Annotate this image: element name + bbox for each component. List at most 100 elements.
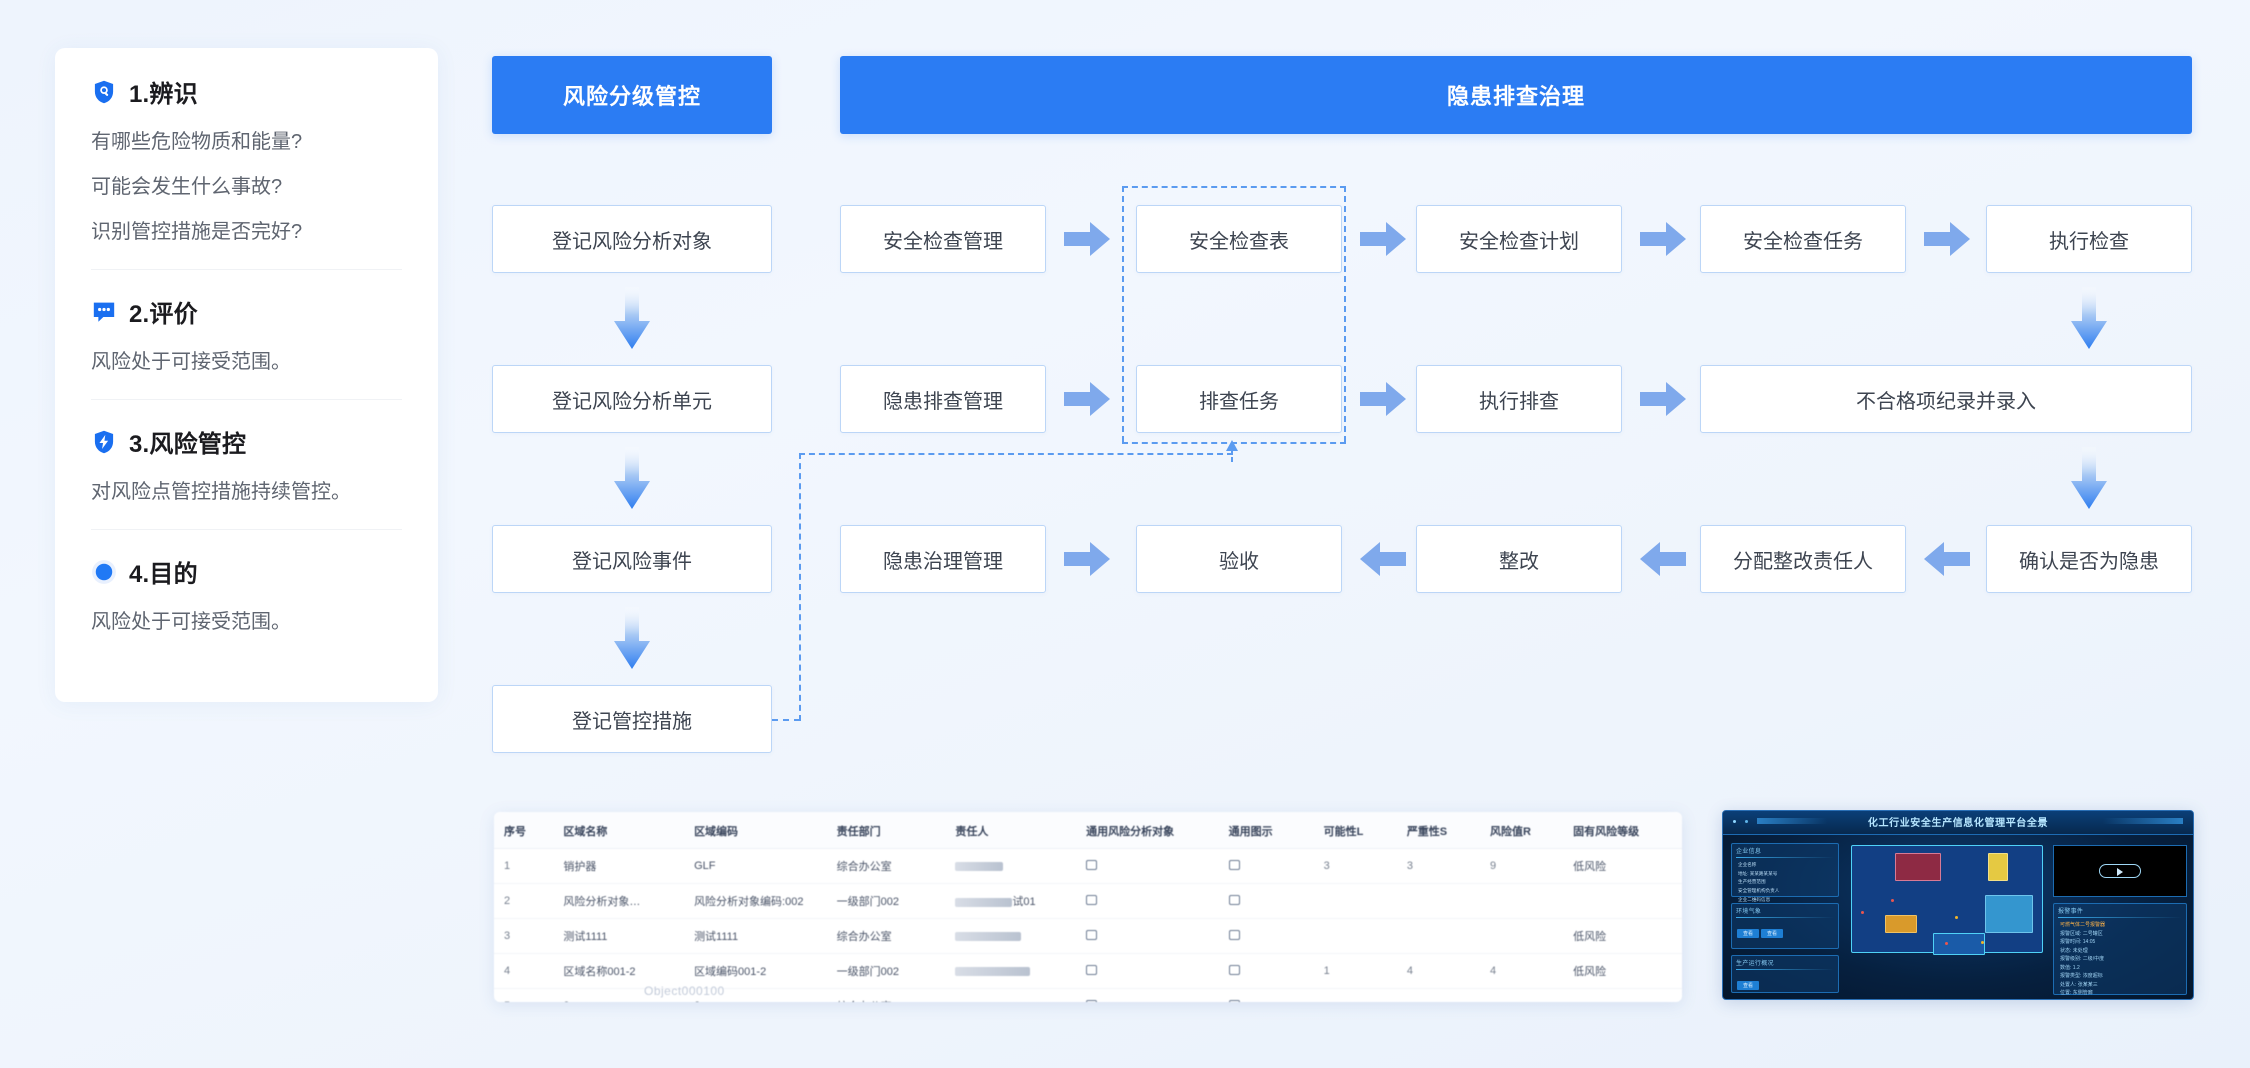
feedback-arrowhead-icon: [1226, 440, 1238, 462]
table-badge-icon: [1086, 859, 1098, 870]
map-zone-cyan: [1985, 895, 2033, 933]
table-cell-value: [1396, 918, 1480, 954]
table-column-header[interactable]: 可能性L: [1313, 812, 1397, 849]
process-step-title: 1.辨识: [129, 81, 198, 108]
table-cell-value: 3: [553, 988, 685, 1002]
play-icon[interactable]: [2099, 864, 2141, 878]
flow-box-row2-4[interactable]: 不合格项纪录并录入: [1700, 365, 2192, 433]
feedback-path-from-measures: [772, 719, 800, 721]
filled-circle-icon: [91, 559, 117, 585]
table-cell-icon: [1218, 918, 1314, 954]
table-column-header[interactable]: 通用风险分析对象: [1076, 812, 1219, 849]
flow-box-row1-3[interactable]: 安全检查计划: [1416, 205, 1622, 273]
flow-box-row2-1[interactable]: 隐患排查管理: [840, 365, 1046, 433]
table-cell-value: 销护器: [553, 848, 685, 884]
table-cell-value: [1396, 988, 1480, 1002]
table-cell-value: 5: [494, 988, 554, 1002]
arrow-right-icon: [1360, 382, 1406, 416]
table-cell-value: 9: [1479, 848, 1564, 884]
table-column-header[interactable]: 区域名称: [553, 812, 685, 849]
table-column-header[interactable]: 风险值R: [1479, 812, 1564, 849]
flow-box-risk-2[interactable]: 登记风险分析单元: [492, 365, 772, 433]
table-badge-icon: [1228, 964, 1240, 975]
arrow-down-icon: [2071, 447, 2107, 509]
dashboard-event-line: 报警类型: 浓度超标: [2060, 973, 2103, 979]
process-step-4: 4.目的风险处于可接受范围。: [91, 529, 402, 659]
table-cell-value: [1563, 988, 1682, 1002]
table-column-header[interactable]: 责任人: [945, 812, 1077, 849]
table-cell-value: 2: [494, 883, 554, 919]
table-cell-value: [1563, 883, 1682, 919]
table-column-header[interactable]: 严重性S: [1396, 812, 1480, 849]
table-cell-icon: [1076, 918, 1219, 954]
dashboard-field: 地址: 某某路某某号: [1738, 870, 1778, 876]
flow-box-row3-2[interactable]: 验收: [1136, 525, 1342, 593]
table-cell-value: GLF: [684, 848, 827, 884]
feedback-path-vertical-left: [799, 453, 801, 721]
process-step-2: 2.评价风险处于可接受范围。: [91, 269, 402, 399]
flow-box-row3-3[interactable]: 整改: [1416, 525, 1622, 593]
table-cell-redacted: [945, 988, 1077, 1002]
table-cell-redacted: [945, 918, 1077, 954]
process-step-line: 对风险点管控措施持续管控。: [91, 481, 351, 503]
arrow-down-icon: [614, 287, 650, 349]
table-cell-icon: [1218, 883, 1314, 919]
table-cell-redacted: 试01: [945, 883, 1077, 919]
table-cell-value: 3: [684, 988, 827, 1002]
flow-box-row2-3[interactable]: 执行排查: [1416, 365, 1622, 433]
process-step-title: 4.目的: [129, 561, 198, 588]
table-cell-value: 4: [1396, 953, 1480, 989]
dashboard-event-line: 可燃气体二号报警器: [2060, 922, 2106, 928]
table-cell-icon: [1218, 953, 1314, 989]
table-cell-icon: [1076, 988, 1219, 1002]
dashed-group-left-edge: [1122, 186, 1124, 442]
table-cell-value: 1: [1313, 953, 1397, 989]
dashboard-event-line: 报警区域: 二号罐区: [2060, 930, 2103, 937]
arrow-left-icon: [1360, 542, 1406, 576]
dashed-group-right-edge: [1344, 186, 1346, 442]
flow-box-row1-1[interactable]: 安全检查管理: [840, 205, 1046, 273]
table-cell-redacted: [945, 848, 1077, 884]
table-cell-value: 4: [494, 953, 554, 989]
flow-box-row1-4[interactable]: 安全检查任务: [1700, 205, 1906, 273]
table-column-header[interactable]: 通用图示: [1218, 812, 1314, 849]
dashboard-event-line: 处置人: 张某某三: [2060, 981, 2098, 988]
table-column-header[interactable]: 区域编码: [684, 812, 827, 849]
table-cell-value: 区域名称001-2: [553, 953, 685, 989]
panel-label-events: 报警事件: [2058, 909, 2084, 915]
flow-box-row2-2[interactable]: 排查任务: [1136, 365, 1342, 433]
process-step-line: 有哪些危险物质和能量?: [91, 131, 303, 153]
arrow-left-icon: [1640, 542, 1686, 576]
table-column-header[interactable]: 固有风险等级: [1563, 812, 1682, 849]
table-column-header[interactable]: 序号: [494, 812, 554, 849]
flow-box-risk-3[interactable]: 登记风险事件: [492, 525, 772, 593]
dashed-group-top-edge: [1122, 186, 1346, 188]
table-column-header[interactable]: 责任部门: [826, 812, 946, 849]
dashboard-enterprise-panel: 企业信息 企业名称地址: 某某路某某号生产经营范围安全管理机构负责人企业二维码信…: [1731, 843, 1839, 902]
screenshot-safety-dashboard[interactable]: 化工行业安全生产信息化管理平台全景 企业信息 企业名称地址: 某某路某某号生产经…: [1722, 810, 2194, 1000]
arrow-right-icon: [1064, 382, 1110, 416]
flow-box-risk-4[interactable]: 登记管控措施: [492, 685, 772, 753]
arrow-right-icon: [1640, 382, 1686, 416]
flow-box-row1-2[interactable]: 安全检查表: [1136, 205, 1342, 273]
table-cell-icon: [1076, 883, 1219, 919]
table-cell-value: 低风险: [1563, 953, 1682, 989]
process-step-3: 3.风险管控对风险点管控措施持续管控。: [91, 399, 402, 529]
process-step-title: 3.风险管控: [129, 431, 247, 458]
flow-box-row3-5[interactable]: 确认是否为隐患: [1986, 525, 2192, 593]
flow-box-row3-4[interactable]: 分配整改责任人: [1700, 525, 1906, 593]
table-row[interactable]: 533综合办公室: [494, 988, 1682, 1002]
table-cell-value: 低风险: [1563, 848, 1682, 884]
dashboard-video-player[interactable]: [2053, 845, 2187, 897]
flow-box-row1-5[interactable]: 执行检查: [1986, 205, 2192, 273]
flow-box-risk-1[interactable]: 登记风险分析对象: [492, 205, 772, 273]
table-cell-value: 综合办公室: [826, 848, 946, 884]
flow-box-row3-1[interactable]: 隐患治理管理: [840, 525, 1046, 593]
banner-risk-grading: 风险分级管控: [492, 56, 772, 134]
